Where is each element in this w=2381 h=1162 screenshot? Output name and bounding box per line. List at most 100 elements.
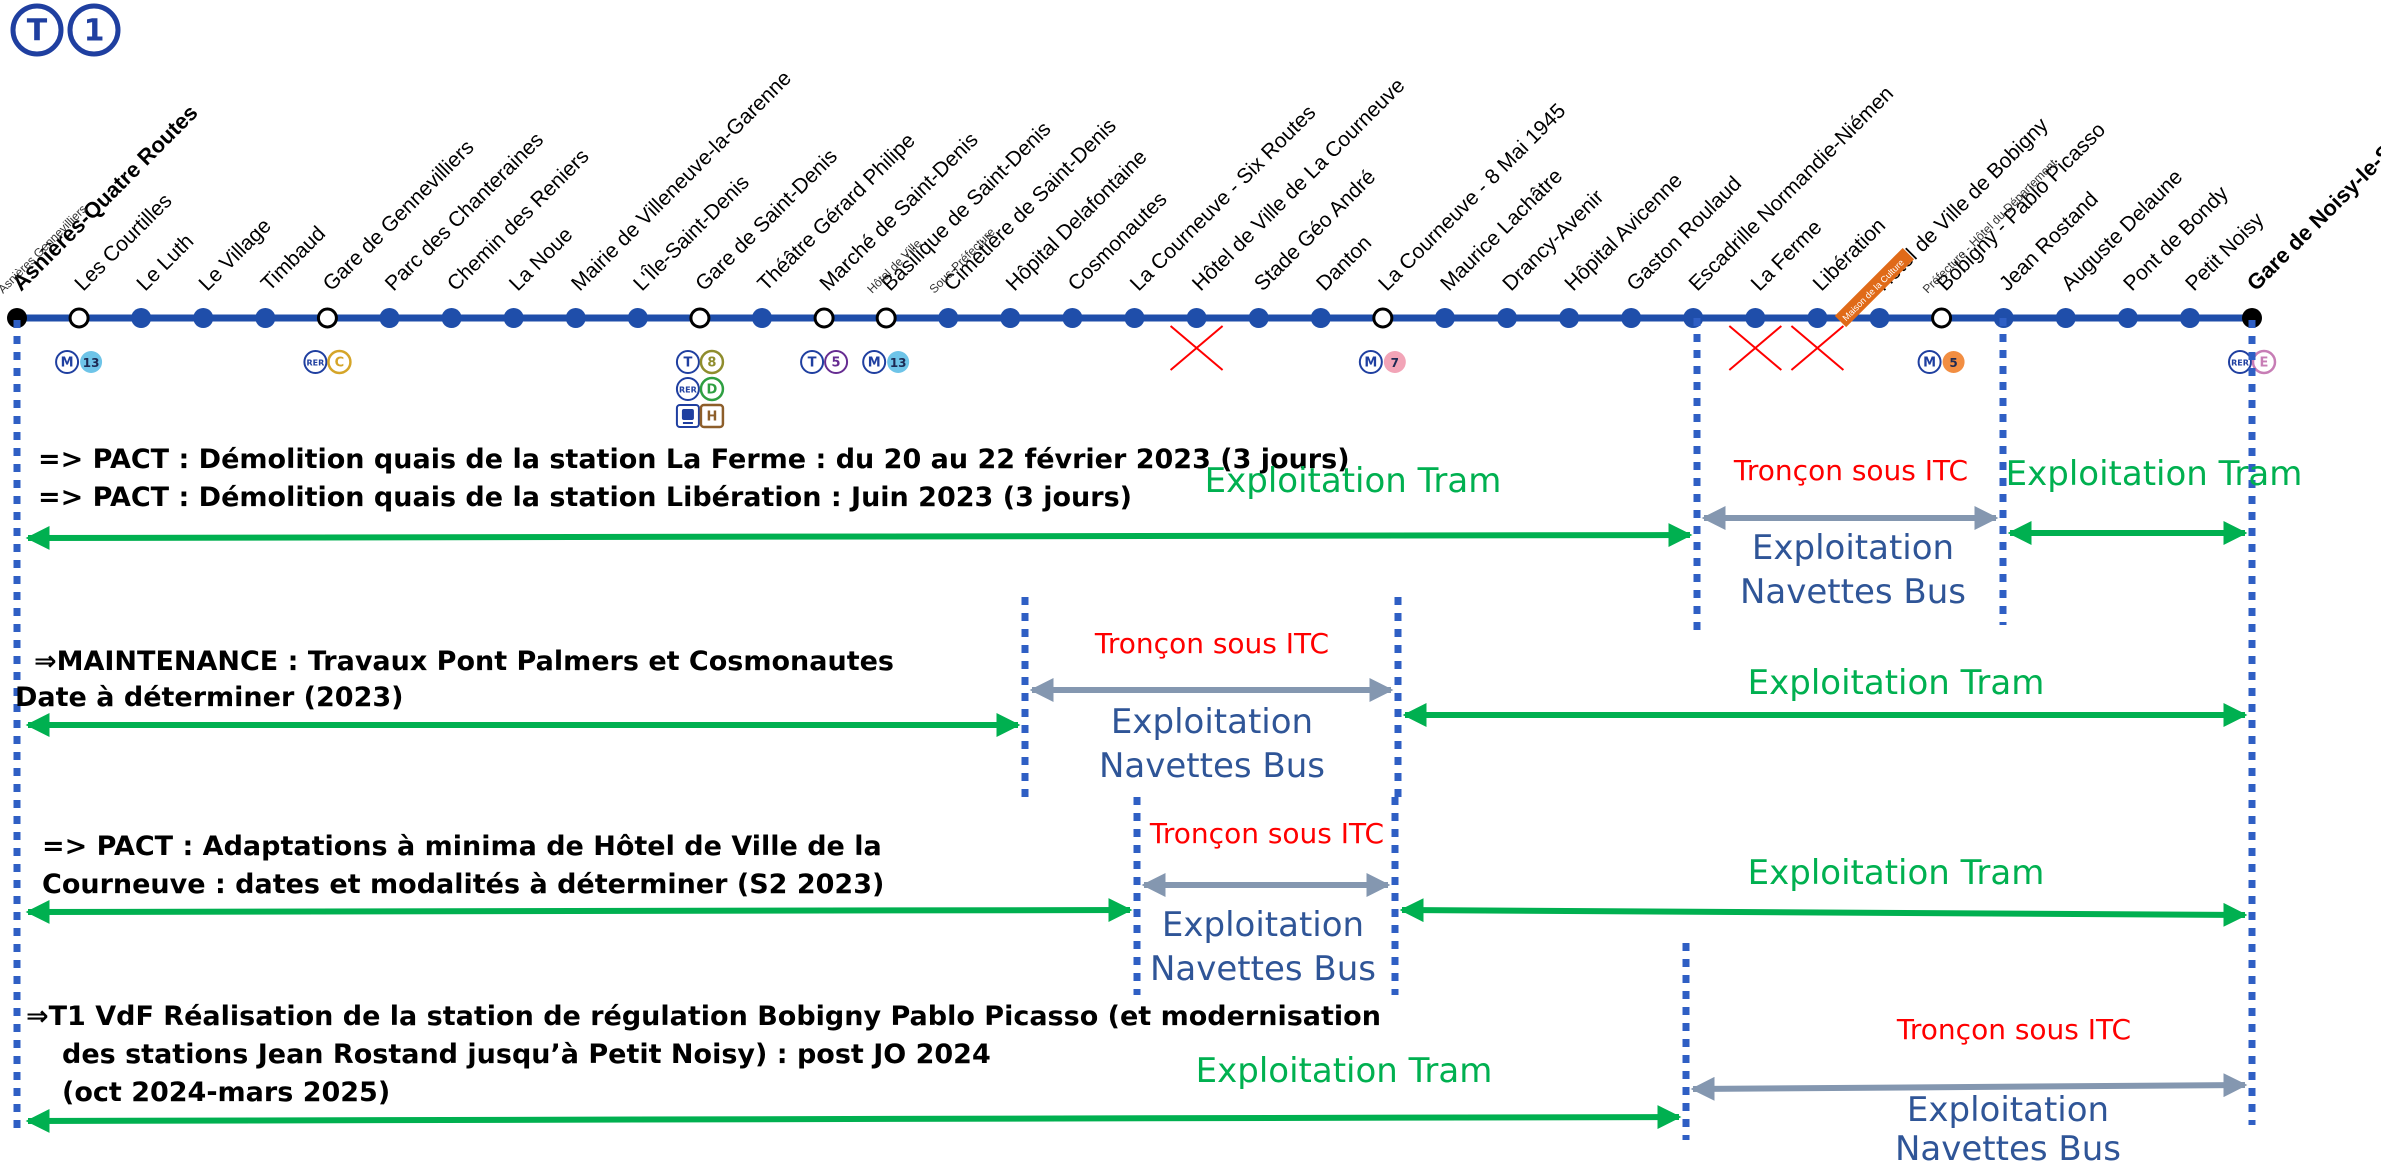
interchange-marker — [689, 307, 711, 329]
correspondence-badge-icon — [824, 350, 849, 374]
station-marker — [752, 308, 772, 328]
scenario-1-note-1: => PACT : Démolition quais de la station… — [38, 444, 1350, 475]
closed-station-cross-icon — [1169, 325, 1224, 371]
correspondence-badge-icon — [1942, 351, 1965, 373]
scenario-4-tram-arrow — [25, 1105, 1682, 1133]
station-marker — [938, 308, 959, 328]
station-name: Gare de Noisy-le-Sec — [2242, 122, 2381, 295]
correspondence-label: M — [1923, 356, 1936, 371]
station-marker — [193, 308, 214, 328]
scenario-4-bus-label-1: Exploitation — [1907, 1090, 2109, 1130]
station-marker — [1434, 308, 1455, 328]
scenario-2-bus-label-2: Navettes Bus — [1099, 746, 1325, 786]
interchange-marker — [1931, 307, 1953, 329]
correspondence-badge-icon — [55, 350, 80, 374]
closed-station-cross-icon — [1790, 325, 1845, 371]
scenario-2-tram-label: Exploitation Tram — [1748, 663, 2045, 703]
station-marker — [503, 308, 524, 328]
correspondence-label: RER — [307, 359, 325, 368]
correspondence-badge-icon — [887, 351, 910, 373]
scenario-3-itc-label: Tronçon sous ITC — [1149, 817, 1384, 850]
scenario-4: ⇒T1 VdF Réalisation de la station de rég… — [25, 1001, 2248, 1162]
scenario-1-tram-arrow-1 — [25, 523, 1693, 550]
station-marker — [1497, 308, 1517, 328]
correspondence-badge-icon — [675, 350, 700, 374]
interchange-marker — [316, 307, 338, 329]
section-dividers — [13, 318, 2256, 1140]
station-marker — [1248, 308, 1269, 328]
station-marker — [1745, 308, 1766, 328]
scenario-2: ⇒MAINTENANCE : Travaux Pont Palmers et C… — [15, 627, 2248, 786]
station-21: Danton — [1310, 231, 1376, 328]
scenario-3-tram-arrow-2 — [1399, 898, 2248, 927]
correspondence-badge-icon — [862, 350, 887, 374]
correspondence-label: M — [868, 356, 881, 371]
station-marker — [255, 308, 276, 328]
correspondence-badge-icon — [699, 403, 725, 429]
station-marker — [1807, 308, 1828, 328]
train-icon-body — [681, 409, 694, 420]
station-marker — [441, 308, 462, 328]
station-marker — [1621, 308, 1642, 328]
correspondence-badge-icon — [327, 349, 352, 375]
station-marker — [379, 308, 400, 328]
station-name: Mairie de Villeneuve-la-Garenne — [567, 67, 796, 296]
scenario-4-itc-label: Tronçon sous ITC — [1896, 1013, 2131, 1046]
station-name: Pont de Bondy — [2119, 181, 2233, 295]
correspondence-badge-icon — [2251, 349, 2277, 375]
interchange-marker — [813, 307, 835, 329]
line-number-icon — [67, 3, 121, 57]
terminus-marker — [2242, 308, 2262, 328]
station-marker — [565, 308, 586, 328]
correspondence-label: M — [61, 356, 74, 371]
station-name: L'Île-Saint-Denis — [629, 171, 754, 296]
station-marker — [2055, 308, 2076, 328]
station-marker — [1000, 308, 1021, 328]
correspondence-badge-icon — [2228, 350, 2252, 374]
scenario-1: => PACT : Démolition quais de la station… — [25, 444, 2303, 612]
correspondence-label: M — [1364, 356, 1377, 371]
correspondence-label: 5 — [832, 356, 841, 371]
correspondence-label: T — [808, 356, 817, 371]
correspondence-badge-icon — [80, 351, 103, 373]
correspondence-badge-icon — [1383, 351, 1406, 373]
scenario-1-tram-label-2: Exploitation Tram — [2006, 454, 2303, 494]
correspondence-badge-icon — [1917, 350, 1942, 374]
scenario-4-bus-label-2: Navettes Bus — [1895, 1129, 2121, 1162]
correspondence-label: 13 — [83, 356, 100, 370]
scenario-3-note-2: Courneuve : dates et modalités à détermi… — [42, 869, 884, 900]
scenario-4-note-1: ⇒T1 VdF Réalisation de la station de rég… — [26, 1001, 1381, 1032]
line-logo: T 1 — [10, 3, 121, 57]
scenario-2-bus-label-1: Exploitation — [1111, 702, 1313, 742]
correspondence-label: E — [2260, 356, 2269, 371]
station-marker — [1559, 308, 1580, 328]
scenario-3-bus-label-2: Navettes Bus — [1150, 949, 1376, 989]
scenario-3-tram-arrow-1 — [25, 898, 1133, 924]
correspondence-label: 7 — [1391, 356, 1399, 370]
station-2: Le Luth — [131, 230, 198, 328]
correspondence-label: D — [707, 383, 718, 398]
tram-logo-icon — [10, 3, 64, 57]
correspondence-label: C — [335, 356, 345, 371]
scenario-4-note-2: des stations Jean Rostand jusqu’à Petit … — [62, 1039, 991, 1070]
station-name: Hôpital Avicenne — [1560, 169, 1687, 296]
terminus-marker — [7, 308, 27, 328]
scenario-1-tram-label: Exploitation Tram — [1205, 461, 1502, 501]
station-tag-box — [1834, 247, 1915, 328]
scenario-3-bus-label-1: Exploitation — [1162, 905, 1364, 945]
station-name: Gaston Roulaud — [1622, 172, 1746, 296]
scenario-3: => PACT : Adaptations à minima de Hôtel … — [25, 817, 2248, 989]
tram-logo-letter: T — [27, 14, 48, 49]
station-marker — [1186, 308, 1207, 328]
correspondence-label: 5 — [1949, 356, 1957, 370]
station-marker — [2117, 308, 2138, 328]
station-marker — [1124, 308, 1145, 328]
correspondence-badge-icon — [699, 376, 725, 402]
scenario-2-itc-label: Tronçon sous ITC — [1094, 627, 1329, 660]
scenario-4-bus-arrow — [1690, 1073, 2248, 1101]
scenario-1-note-2: => PACT : Démolition quais de la station… — [38, 482, 1132, 513]
